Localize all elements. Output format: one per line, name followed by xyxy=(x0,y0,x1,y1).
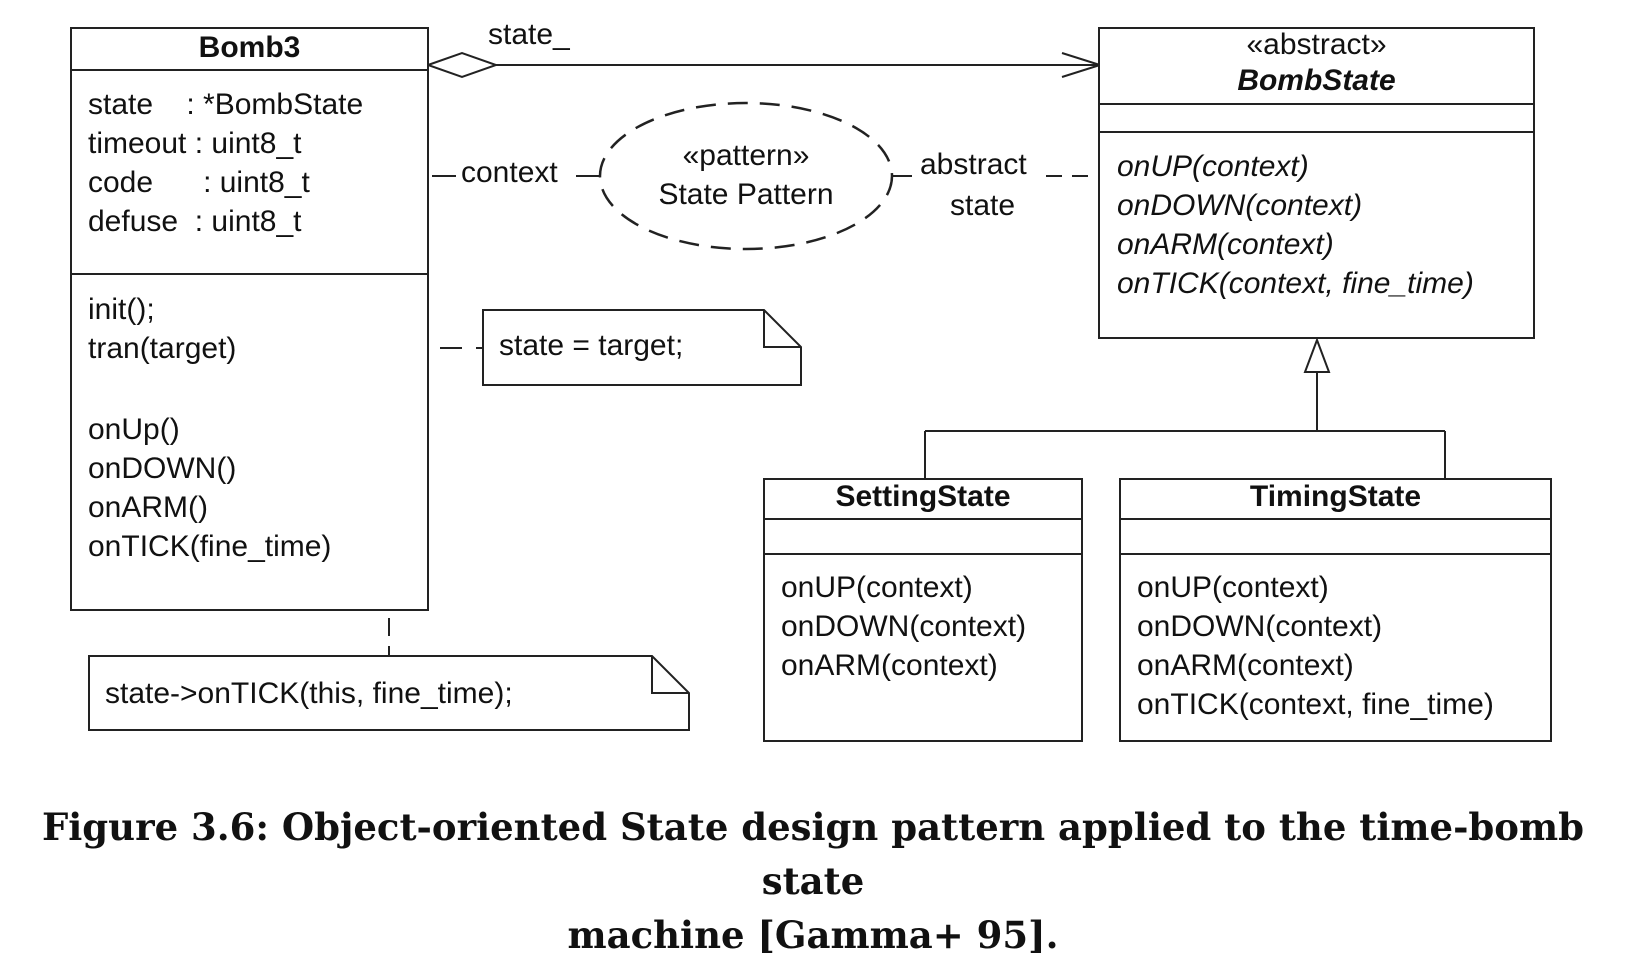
timingstate-divider-1 xyxy=(1121,518,1550,520)
timingstate-method-onarm: onARM(context) xyxy=(1137,649,1354,682)
bomb3-attr-defuse: defuse : uint8_t xyxy=(88,205,302,238)
bomb3-method-ondown: onDOWN() xyxy=(88,452,237,485)
tick-note: state->onTICK(this, fine_time); xyxy=(88,655,690,731)
settingstate-class: SettingState onUP(context) onDOWN(contex… xyxy=(763,478,1083,742)
bomb3-method-ontick: onTICK(fine_time) xyxy=(88,530,332,563)
tran-note-text: state = target; xyxy=(499,329,684,362)
tick-note-text: state->onTICK(this, fine_time); xyxy=(105,677,513,710)
bombstate-method-ontick: onTICK(context, fine_time) xyxy=(1117,267,1474,300)
caption-line-1: Figure 3.6: Object-oriented State design… xyxy=(41,805,1585,903)
bombstate-class: «abstract» BombState onUP(context) onDOW… xyxy=(1098,27,1535,339)
bomb3-method-onup: onUp() xyxy=(88,413,180,446)
state-association-label: state_ xyxy=(488,18,570,51)
bombstate-method-ondown: onDOWN(context) xyxy=(1117,189,1363,222)
bomb3-attr-state: state : *BombState xyxy=(88,88,364,121)
bombstate-method-onarm: onARM(context) xyxy=(1117,228,1334,261)
timingstate-method-ontick: onTICK(context, fine_time) xyxy=(1137,688,1494,721)
tran-note-shape xyxy=(482,309,802,386)
settingstate-divider-2 xyxy=(765,553,1081,555)
bomb3-method-init: init(); xyxy=(88,293,155,326)
caption-line-2: machine [Gamma+ 95]. xyxy=(567,913,1059,957)
generalization-triangle xyxy=(1303,337,1331,373)
settingstate-method-ondown: onDOWN(context) xyxy=(781,610,1027,643)
bomb3-divider-1 xyxy=(72,69,427,71)
state-role-label: state xyxy=(950,189,1016,223)
timingstate-class: TimingState onUP(context) onDOWN(context… xyxy=(1119,478,1552,742)
bomb3-divider-2 xyxy=(72,273,427,275)
pattern-stereotype: «pattern» xyxy=(682,139,810,172)
timingstate-method-ondown: onDOWN(context) xyxy=(1137,610,1383,643)
pattern-name: State Pattern xyxy=(658,178,834,211)
bomb3-method-onarm: onARM() xyxy=(88,491,209,524)
figure-caption: Figure 3.6: Object-oriented State design… xyxy=(0,800,1626,962)
bomb3-class: Bomb3 state : *BombState timeout : uint8… xyxy=(70,27,429,611)
aggregation-diamond xyxy=(424,51,500,79)
timingstate-method-onup: onUP(context) xyxy=(1137,571,1329,604)
bombstate-method-onup: onUP(context) xyxy=(1117,150,1309,183)
bombstate-title: BombState xyxy=(1237,64,1396,97)
timingstate-divider-2 xyxy=(1121,553,1550,555)
bombstate-divider-2 xyxy=(1100,131,1533,133)
bombstate-divider-1 xyxy=(1100,103,1533,105)
bombstate-stereotype: «abstract» xyxy=(1246,28,1387,61)
bomb3-method-tran: tran(target) xyxy=(88,332,237,365)
bomb3-attr-code: code : uint8_t xyxy=(88,166,310,199)
context-role-label: context xyxy=(461,156,558,190)
bomb3-title: Bomb3 xyxy=(198,31,301,64)
settingstate-title: SettingState xyxy=(835,480,1011,513)
settingstate-method-onarm: onARM(context) xyxy=(781,649,998,682)
tick-note-shape xyxy=(88,655,690,731)
settingstate-method-onup: onUP(context) xyxy=(781,571,973,604)
timingstate-title: TimingState xyxy=(1249,480,1422,513)
bomb3-attr-timeout: timeout : uint8_t xyxy=(88,127,302,160)
abstract-role-label: abstract xyxy=(920,148,1027,181)
settingstate-divider-1 xyxy=(765,518,1081,520)
tran-note: state = target; xyxy=(482,309,802,386)
